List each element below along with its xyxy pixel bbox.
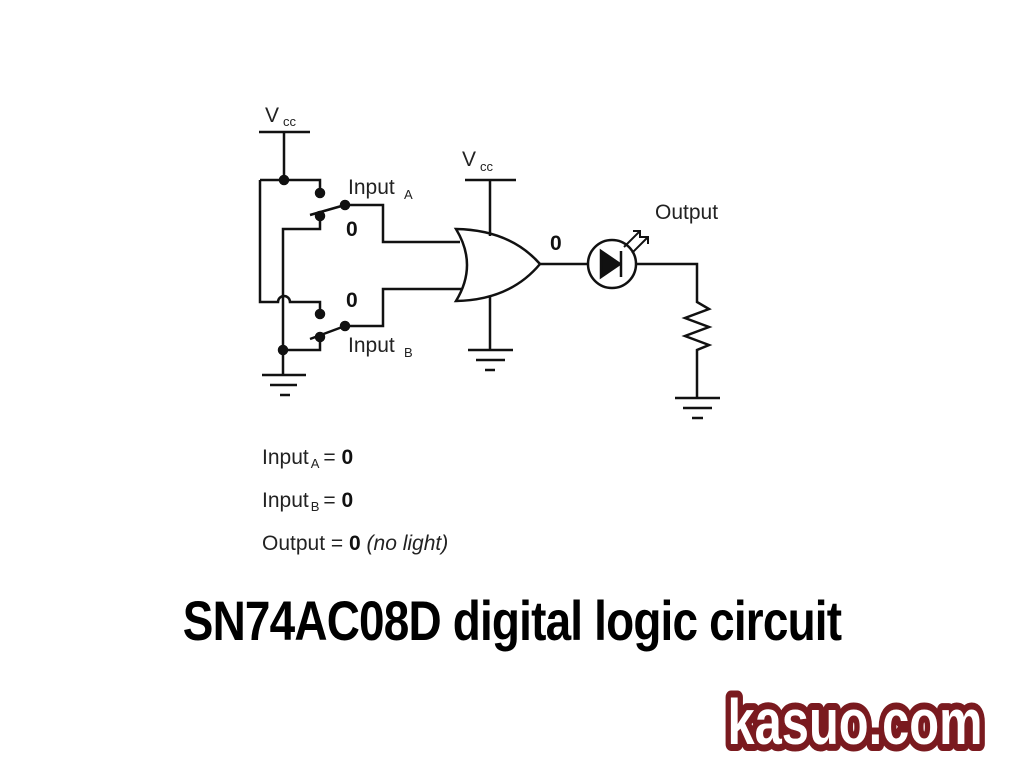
input-b-label: Input [348, 334, 395, 357]
junction-dot [278, 174, 290, 186]
vcc-sub: cc [283, 114, 297, 129]
resistor-and-ground [636, 262, 720, 420]
ground-icon [262, 350, 306, 397]
gate-output-state: 0 [550, 232, 562, 255]
truth-line-output: Output = 0 (no light) [262, 532, 449, 555]
input-b-sub: B [404, 345, 413, 360]
vcc-label: V [265, 104, 279, 127]
input-b-state: 0 [346, 289, 358, 312]
gate-vcc-sub: cc [480, 159, 494, 174]
input-a-state: 0 [346, 218, 358, 241]
gate-vcc-label: V [462, 148, 476, 171]
page-title: SN74AC08D digital logic circuit [182, 589, 842, 652]
input-a-sub: A [404, 187, 413, 202]
watermark-text: kasuo.com [728, 686, 983, 758]
input-a-label: Input [348, 176, 395, 199]
logic-gate: V cc [453, 148, 542, 372]
output-label: Output [655, 201, 718, 224]
